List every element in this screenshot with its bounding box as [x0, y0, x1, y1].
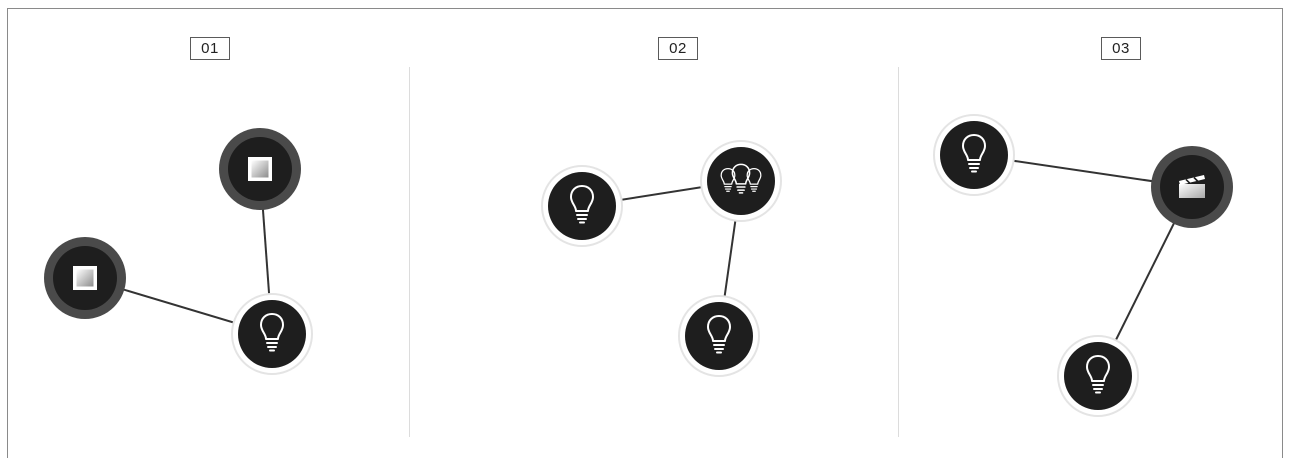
bulb-node[interactable]	[933, 114, 1015, 196]
bulb-node[interactable]	[541, 165, 623, 247]
switch-icon	[73, 266, 97, 290]
switch-icon	[248, 157, 272, 181]
clapperboard-icon	[1179, 175, 1205, 198]
panel-divider	[409, 67, 410, 437]
panel-label-02: 02	[658, 37, 698, 60]
bulb-node[interactable]	[678, 295, 760, 377]
bulb-node[interactable]	[231, 293, 313, 375]
panel-divider	[898, 67, 899, 437]
panel-label-01: 01	[190, 37, 230, 60]
switch-node[interactable]	[44, 237, 126, 319]
scene-node[interactable]	[1151, 146, 1233, 228]
panel-label-03: 03	[1101, 37, 1141, 60]
switch-node[interactable]	[219, 128, 301, 210]
bulb-group-node[interactable]	[700, 140, 782, 222]
bulb-node[interactable]	[1057, 335, 1139, 417]
